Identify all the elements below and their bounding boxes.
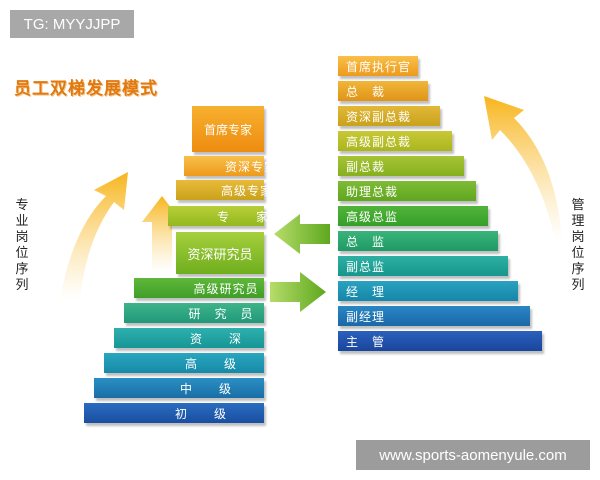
left-bar: 高级专家	[176, 180, 272, 200]
diagram-title: 员工双梯发展模式	[14, 79, 158, 99]
right-bar: 副总裁	[338, 156, 464, 176]
left-bar: 中 级	[94, 378, 264, 398]
left-growth-arrow	[60, 172, 128, 300]
left-bar: 高 级	[104, 353, 264, 373]
right-growth-arrow	[484, 96, 562, 240]
right-bar: 首席执行官	[338, 56, 418, 76]
right-bar: 助理总裁	[338, 181, 476, 201]
right-bar: 主 管	[338, 331, 542, 351]
left-bar: 高级研究员	[134, 278, 264, 298]
left-axis-label: 专业岗位序列	[15, 198, 29, 293]
channel-tag: TG: MYYJJPP	[10, 10, 134, 38]
right-axis-label: 管理岗位序列	[571, 198, 585, 293]
arrow-right-green	[270, 272, 326, 312]
right-bar: 总 裁	[338, 81, 428, 101]
right-bar: 高级总监	[338, 206, 488, 226]
arrow-left-green	[274, 214, 330, 254]
left-bar: 资深专家	[184, 156, 276, 176]
left-top-box: 首席专家	[192, 106, 264, 152]
right-bar: 高级副总裁	[338, 131, 452, 151]
right-bar: 副总监	[338, 256, 508, 276]
watermark-url: www.sports-aomenyule.com	[356, 440, 590, 470]
left-bar: 初 级	[84, 403, 264, 423]
right-bar: 资深副总裁	[338, 106, 440, 126]
right-bar: 经 理	[338, 281, 518, 301]
left-middle-box: 资深研究员	[176, 232, 264, 274]
left-bar: 资 深	[114, 328, 264, 348]
right-bar: 总 监	[338, 231, 498, 251]
left-bar: 专 家	[168, 206, 268, 226]
right-bar: 副经理	[338, 306, 530, 326]
left-bar: 研 究 员	[124, 303, 264, 323]
